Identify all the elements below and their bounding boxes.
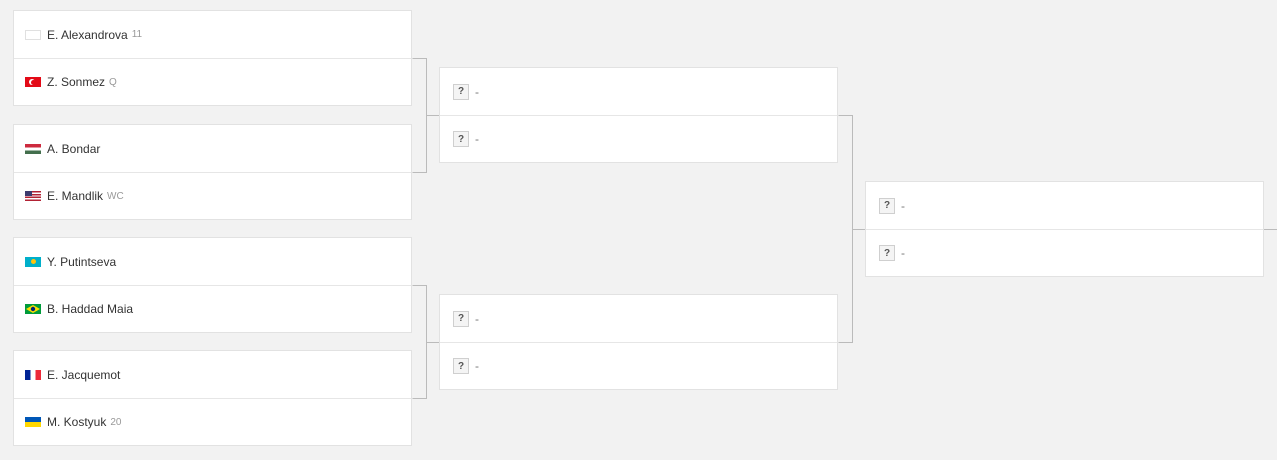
tbd-slot[interactable]: ? - xyxy=(866,182,1263,229)
connector-line xyxy=(412,58,427,173)
player-slot[interactable]: M. Kostyuk 20 xyxy=(14,398,411,445)
france-flag-icon xyxy=(25,369,41,380)
tbd-slot[interactable]: ? - xyxy=(440,295,837,342)
unknown-player-icon: ? xyxy=(879,245,895,261)
turkey-flag-icon xyxy=(25,77,41,87)
tbd-slot[interactable]: ? - xyxy=(866,229,1263,276)
player-name: Y. Putintseva xyxy=(47,254,117,269)
player-seed: 20 xyxy=(110,416,122,428)
player-seed: WC xyxy=(107,190,124,202)
player-seed: 11 xyxy=(131,29,143,40)
unknown-player-icon: ? xyxy=(453,310,469,327)
tbd-slot[interactable]: ? - xyxy=(440,115,837,162)
match-r1-1: E. Alexandrova 11 Z. Sonmez Q xyxy=(13,10,412,106)
match-r3-1: ? - ? - xyxy=(865,181,1264,277)
match-r1-3: Y. Putintseva B. Haddad Maia xyxy=(13,237,412,333)
tbd-slot[interactable]: ? - xyxy=(440,68,837,115)
player-slot[interactable]: Y. Putintseva xyxy=(14,238,411,285)
tbd-slot[interactable]: ? - xyxy=(440,342,837,389)
player-slot[interactable]: B. Haddad Maia xyxy=(14,285,411,332)
player-name: M. Kostyuk xyxy=(47,415,107,429)
tbd-name: - xyxy=(475,359,479,373)
player-name: Z. Sonmez xyxy=(47,75,106,89)
connector-line xyxy=(412,285,427,399)
ukraine-flag-icon xyxy=(25,417,41,427)
player-slot[interactable]: E. Mandlik WC xyxy=(14,172,411,219)
player-name: E. Alexandrova xyxy=(47,27,128,42)
match-r2-1: ? - ? - xyxy=(439,67,838,163)
unknown-player-icon: ? xyxy=(453,83,469,100)
player-name: E. Mandlik xyxy=(47,189,104,203)
player-slot[interactable]: E. Jacquemot xyxy=(14,351,411,398)
connector-line xyxy=(838,115,853,343)
kazakhstan-flag-icon xyxy=(25,256,41,267)
unknown-player-icon: ? xyxy=(453,358,469,374)
usa-flag-icon xyxy=(25,191,41,201)
player-slot[interactable]: Z. Sonmez Q xyxy=(14,58,411,105)
match-r1-2: A. Bondar E. Mandlik WC xyxy=(13,124,412,220)
player-slot[interactable]: E. Alexandrova 11 xyxy=(14,11,411,58)
tbd-name: - xyxy=(475,311,479,326)
blank-flag-icon xyxy=(25,29,41,40)
player-slot[interactable]: A. Bondar xyxy=(14,125,411,172)
tbd-name: - xyxy=(901,198,905,213)
brazil-flag-icon xyxy=(25,304,41,314)
player-name: A. Bondar xyxy=(47,141,101,156)
unknown-player-icon: ? xyxy=(453,131,469,147)
match-r2-2: ? - ? - xyxy=(439,294,838,390)
player-seed: Q xyxy=(109,76,117,88)
player-name: B. Haddad Maia xyxy=(47,302,134,316)
match-r1-4: E. Jacquemot M. Kostyuk 20 xyxy=(13,350,412,446)
tbd-name: - xyxy=(475,84,479,99)
hungary-flag-icon xyxy=(25,143,41,154)
tbd-name: - xyxy=(475,132,479,146)
unknown-player-icon: ? xyxy=(879,197,895,214)
tbd-name: - xyxy=(901,246,905,260)
player-name: E. Jacquemot xyxy=(47,367,121,382)
